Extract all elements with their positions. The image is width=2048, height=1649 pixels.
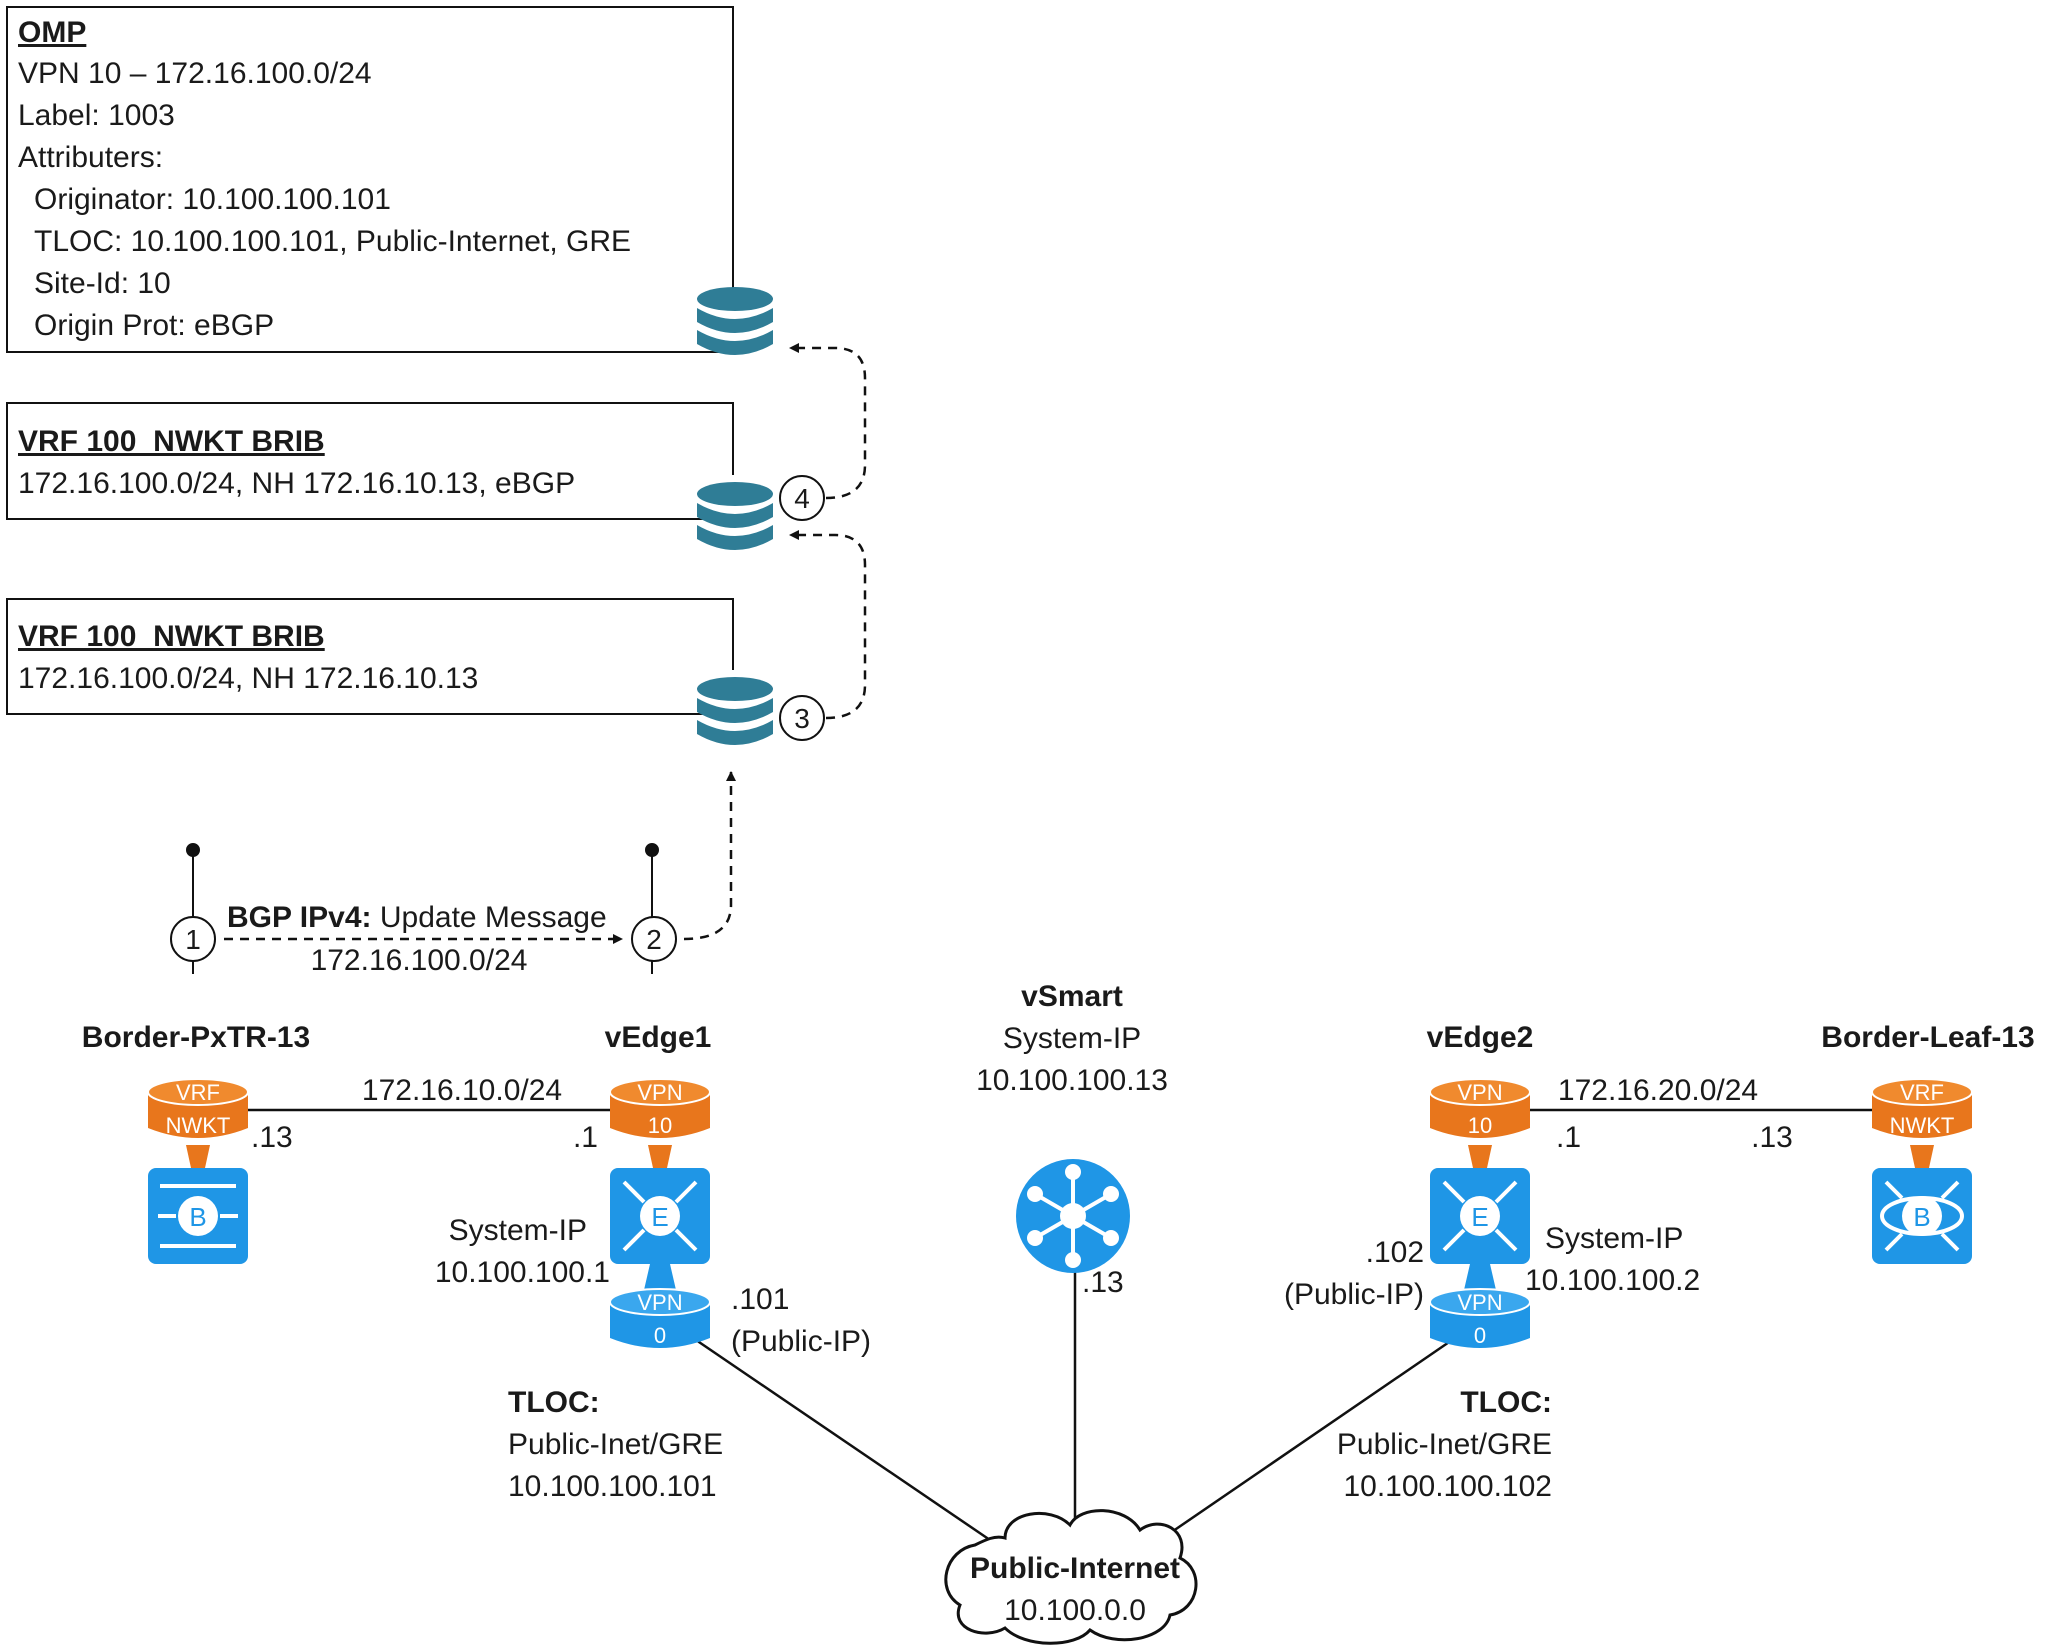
database-icon: [697, 287, 773, 355]
vrf-top-title: VRF 100_NWKT BRIB: [18, 425, 325, 458]
border-leaf-router-icon: B: [1872, 1168, 1972, 1264]
vedge1-wan-note: (Public-IP): [731, 1325, 871, 1358]
omp-line: VPN 10 – 172.16.100.0/24: [18, 57, 372, 90]
vrf-cylinder-icon: VRF NWKT: [147, 1078, 249, 1168]
vpn0-cylinder-icon: VPN 0: [609, 1264, 711, 1348]
vrf-bottom-line: 172.16.100.0/24, NH 172.16.10.13: [18, 662, 478, 695]
border-leaf-name: Border-Leaf-13: [1821, 1021, 2034, 1054]
bgp-prefix: 172.16.100.0/24: [311, 944, 528, 977]
omp-line: Originator: 10.100.100.101: [34, 183, 391, 216]
internet-name: Public-Internet: [970, 1552, 1180, 1585]
database-icon: [697, 677, 773, 745]
svg-text:0: 0: [1474, 1323, 1486, 1348]
border-router-icon: B: [148, 1168, 248, 1264]
svg-text:E: E: [651, 1202, 668, 1232]
vedge-router-icon: E: [610, 1168, 710, 1264]
svg-text:0: 0: [654, 1323, 666, 1348]
svg-text:10: 10: [1468, 1113, 1492, 1138]
vedge1-lan-ip: .1: [573, 1121, 598, 1154]
svg-text:VRF: VRF: [1900, 1080, 1944, 1105]
vsmart-name: vSmart: [1021, 980, 1123, 1013]
border-pxtr-name: Border-PxTR-13: [82, 1021, 310, 1054]
link-left-subnet: 172.16.10.0/24: [362, 1074, 562, 1107]
omp-line: Site-Id: 10: [34, 267, 171, 300]
vedge1-sysip: 10.100.100.1: [435, 1256, 610, 1289]
step-marker-3: 3: [779, 695, 825, 741]
svg-text:B: B: [1913, 1202, 1930, 1232]
omp-line: TLOC: 10.100.100.101, Public-Internet, G…: [34, 225, 631, 258]
vedge1-tloc-ip: 10.100.100.101: [508, 1470, 717, 1503]
svg-text:B: B: [189, 1202, 206, 1232]
bgp-update-label: BGP IPv4: Update Message: [227, 901, 607, 934]
border-leaf-link-ip: .13: [1751, 1121, 1793, 1154]
svg-text:4: 4: [794, 483, 810, 514]
vrf-table-top: VRF 100_NWKT BRIB 172.16.100.0/24, NH 17…: [6, 402, 734, 520]
vedge1-tloc-type: Public-Inet/GRE: [508, 1428, 723, 1461]
vedge2-sysip-label: System-IP: [1545, 1222, 1683, 1255]
svg-text:2: 2: [646, 924, 662, 955]
svg-text:VPN: VPN: [1457, 1290, 1502, 1315]
vedge2-name: vEdge2: [1427, 1021, 1534, 1054]
flow-arrows: [224, 343, 867, 944]
omp-line: Origin Prot: eBGP: [34, 309, 274, 342]
svg-text:NWKT: NWKT: [1890, 1113, 1955, 1138]
omp-table: OMP VPN 10 – 172.16.100.0/24 Label: 1003…: [6, 6, 734, 353]
vpn10-cylinder-icon: VPN 10: [609, 1078, 711, 1168]
svg-text:VPN: VPN: [1457, 1080, 1502, 1105]
links: [248, 1108, 1880, 1542]
vedge1-wan-ip: .101: [731, 1283, 789, 1316]
vrf-top-line: 172.16.100.0/24, NH 172.16.10.13, eBGP: [18, 467, 575, 500]
step-marker-4: 4: [779, 475, 825, 521]
vedge2-tloc-label: TLOC:: [1460, 1386, 1552, 1419]
svg-text:E: E: [1471, 1202, 1488, 1232]
vsmart-sysip-label: System-IP: [1003, 1022, 1141, 1055]
svg-text:VPN: VPN: [637, 1080, 682, 1105]
vpn0-cylinder-icon: VPN 0: [1429, 1264, 1531, 1348]
link-right-subnet: 172.16.20.0/24: [1558, 1074, 1758, 1107]
svg-text:1: 1: [185, 924, 201, 955]
step-marker-1: 1: [170, 916, 216, 962]
vedge1-sysip-label: System-IP: [449, 1214, 587, 1247]
omp-title: OMP: [18, 16, 86, 49]
vrf-table-bottom: VRF 100_NWKT BRIB 172.16.100.0/24, NH 17…: [6, 598, 734, 715]
svg-text:NWKT: NWKT: [166, 1113, 231, 1138]
vedge2-lan-ip: .1: [1556, 1121, 1581, 1154]
omp-line: Attributers:: [18, 141, 163, 174]
database-icon: [697, 482, 773, 550]
step-marker-2: 2: [631, 916, 677, 962]
vedge1-tloc-label: TLOC:: [508, 1386, 600, 1419]
svg-text:10: 10: [648, 1113, 672, 1138]
vedge2-wan-ip: .102: [1366, 1236, 1424, 1269]
vsmart-ip: .13: [1082, 1266, 1124, 1299]
vedge2-wan-note: (Public-IP): [1284, 1278, 1424, 1311]
vedge2-tloc-ip: 10.100.100.102: [1343, 1470, 1552, 1503]
border-pxtr-ip: .13: [251, 1121, 293, 1154]
vedge2-tloc-type: Public-Inet/GRE: [1337, 1428, 1552, 1461]
vsmart-controller-icon: [1016, 1159, 1130, 1273]
cloud-icon: [944, 1509, 1198, 1645]
vpn10-cylinder-icon: VPN 10: [1429, 1078, 1531, 1168]
omp-line: Label: 1003: [18, 99, 175, 132]
svg-text:VPN: VPN: [637, 1290, 682, 1315]
vrf-cylinder-icon: VRF NWKT: [1871, 1078, 1973, 1168]
internet-ip: 10.100.0.0: [1004, 1594, 1146, 1627]
vedge-router-icon: E: [1430, 1168, 1530, 1264]
svg-text:3: 3: [794, 703, 810, 734]
vrf-bottom-title: VRF 100_NWKT BRIB: [18, 620, 325, 653]
vsmart-sysip: 10.100.100.13: [976, 1064, 1168, 1097]
vedge1-name: vEdge1: [605, 1021, 712, 1054]
vedge2-sysip: 10.100.100.2: [1525, 1264, 1700, 1297]
svg-text:VRF: VRF: [176, 1080, 220, 1105]
